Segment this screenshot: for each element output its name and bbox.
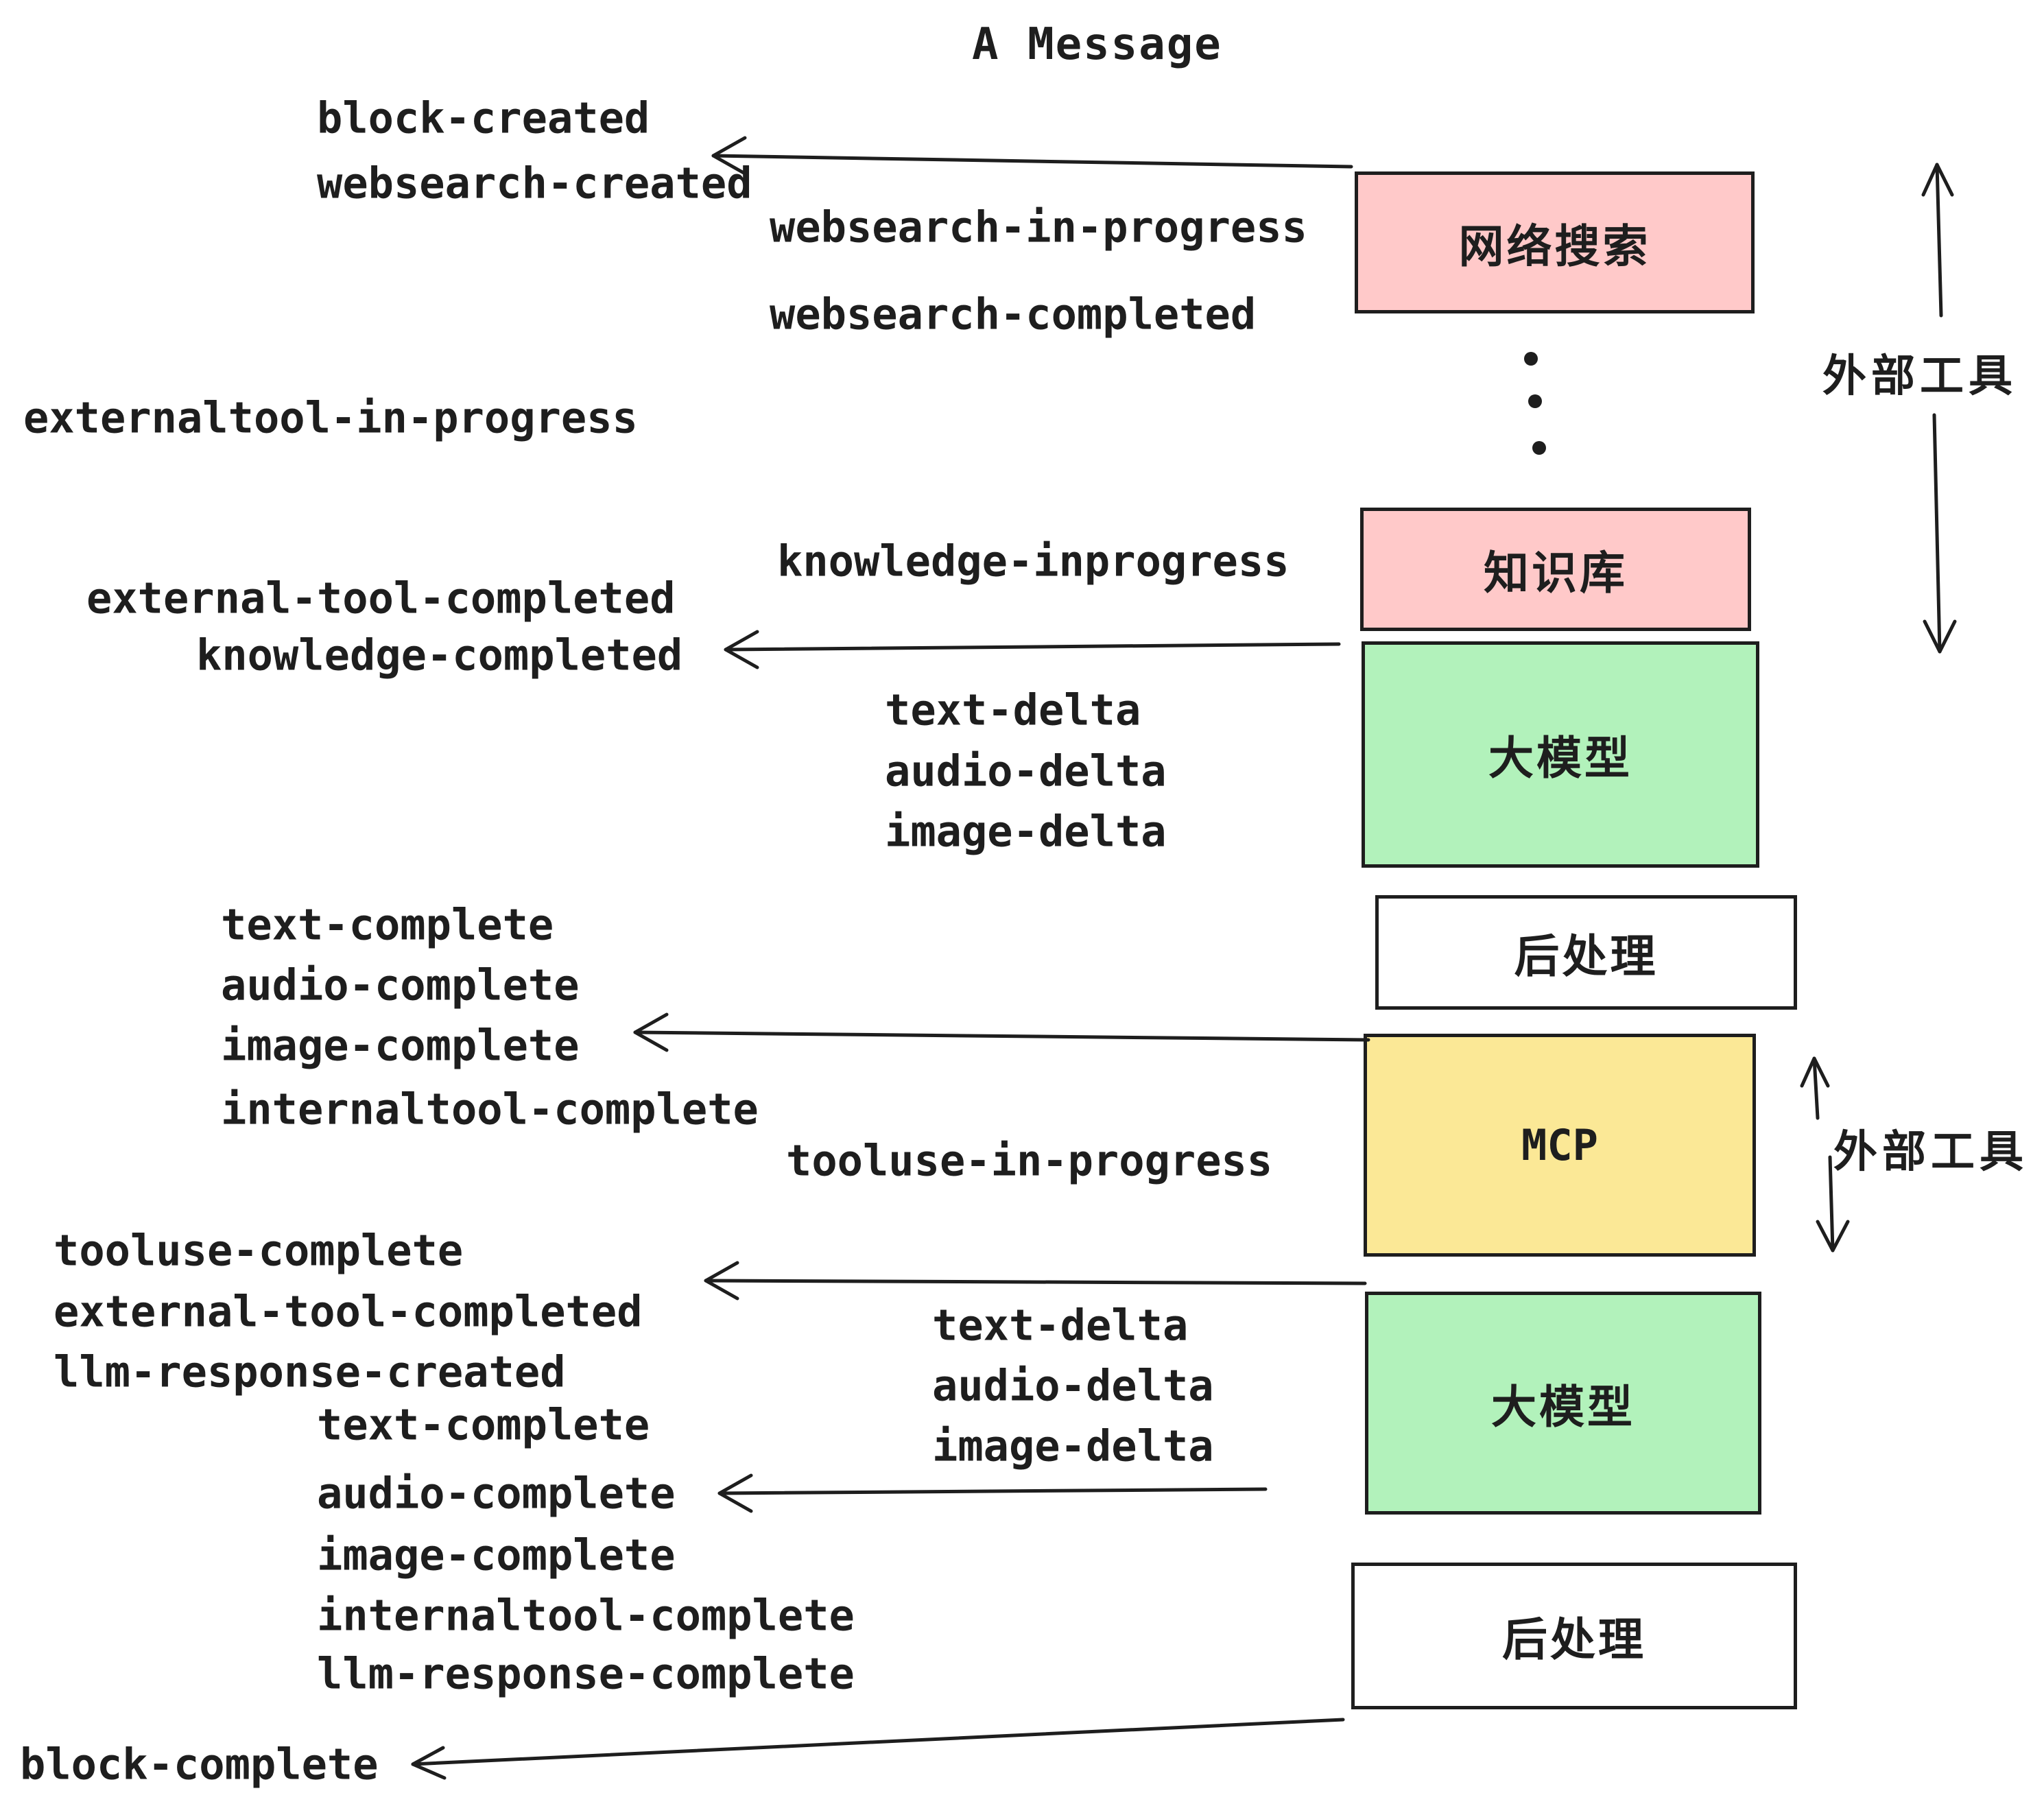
external-tools-up-arrow-icon — [1921, 163, 1954, 318]
box-mcp-label: MCP — [1521, 1120, 1598, 1170]
event-internaltool-complete-1: internaltool-complete — [221, 1084, 759, 1135]
box-llm-2-label: 大模型 — [1491, 1381, 1635, 1432]
event-external-tool-completed-2: external-tool-completed — [54, 1286, 643, 1337]
arrow-mcp-to-tooluse-complete-icon — [704, 1261, 1367, 1301]
box-llm-1-label: 大模型 — [1488, 733, 1632, 783]
event-externaltool-in-progress: externaltool-in-progress — [23, 392, 638, 443]
external-tools-mid-up-arrow-icon — [1800, 1056, 1830, 1120]
event-websearch-created: websearch-created — [317, 158, 752, 209]
event-audio-delta-2: audio-delta — [932, 1360, 1214, 1411]
box-llm-1: 大模型 — [1362, 641, 1759, 868]
arrow-llm2-to-complete-icon — [717, 1473, 1268, 1513]
page-title: A Message — [972, 19, 1222, 70]
box-websearch: 网络搜索 — [1355, 171, 1755, 313]
arrow-websearch-to-created-icon — [711, 136, 1353, 176]
event-tooluse-complete: tooluse-complete — [54, 1225, 464, 1276]
arrow-postprocess2-to-block-complete-icon — [411, 1718, 1345, 1780]
event-audio-complete-2: audio-complete — [317, 1468, 676, 1519]
vertical-ellipsis-icon — [1524, 352, 1546, 455]
event-knowledge-completed: knowledge-completed — [196, 630, 683, 680]
event-image-complete-1: image-complete — [221, 1020, 580, 1071]
event-image-complete-2: image-complete — [317, 1530, 676, 1580]
external-tools-down-arrow-icon — [1923, 413, 1957, 654]
event-tooluse-in-progress: tooluse-in-progress — [786, 1135, 1273, 1186]
arrow-postprocess1-to-complete-icon — [633, 1012, 1370, 1052]
box-postprocess-1: 后处理 — [1375, 895, 1797, 1010]
event-internaltool-complete-2: internaltool-complete — [317, 1590, 855, 1641]
box-postprocess-2-label: 后处理 — [1502, 1614, 1646, 1665]
event-websearch-completed: websearch-completed — [770, 289, 1257, 340]
box-knowledge-base: 知识库 — [1360, 508, 1751, 631]
event-block-created: block-created — [317, 93, 650, 143]
box-websearch-label: 网络搜索 — [1458, 220, 1651, 272]
event-audio-delta-1: audio-delta — [885, 746, 1167, 796]
external-tools-label-mid: 外部工具 — [1833, 1127, 2028, 1176]
event-websearch-in-progress: websearch-in-progress — [770, 202, 1307, 252]
event-audio-complete-1: audio-complete — [221, 960, 580, 1010]
event-text-complete-2: text-complete — [317, 1399, 650, 1450]
event-llm-response-created: llm-response-created — [54, 1346, 566, 1397]
box-postprocess-1-label: 后处理 — [1514, 930, 1659, 982]
box-llm-2: 大模型 — [1365, 1292, 1761, 1515]
box-mcp: MCP — [1364, 1034, 1756, 1257]
event-image-delta-1: image-delta — [885, 806, 1167, 857]
event-image-delta-2: image-delta — [932, 1421, 1214, 1471]
event-external-tool-completed: external-tool-completed — [86, 573, 676, 624]
event-block-complete: block-complete — [20, 1739, 379, 1790]
box-knowledge-base-label: 知识库 — [1484, 547, 1628, 598]
event-text-delta-1: text-delta — [885, 685, 1141, 735]
event-text-complete-1: text-complete — [221, 899, 554, 950]
event-text-delta-2: text-delta — [932, 1300, 1189, 1351]
event-llm-response-complete: llm-response-complete — [317, 1648, 855, 1699]
external-tools-label-top: 外部工具 — [1822, 351, 2017, 401]
box-postprocess-2: 后处理 — [1351, 1563, 1797, 1709]
arrow-knowledge-to-completed-icon — [724, 630, 1341, 669]
event-knowledge-inprogress: knowledge-inprogress — [777, 536, 1290, 586]
